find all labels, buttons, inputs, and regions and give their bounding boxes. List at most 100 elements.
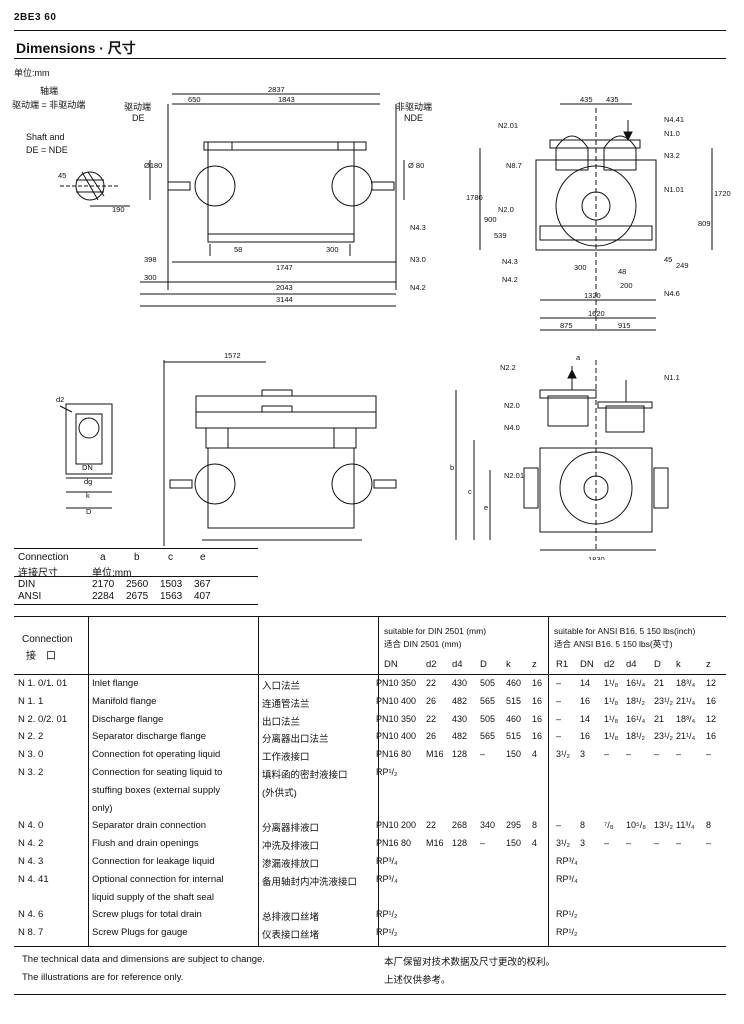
conn-ansi-e: 407	[194, 591, 211, 602]
ansi-col-head: d2	[604, 659, 615, 670]
ansi-cell: 21¹/₄	[676, 695, 696, 706]
ansi-cell: 21¹/₄	[676, 731, 696, 742]
shaft-end-label: 轴端	[40, 86, 59, 96]
dim-875: 875	[560, 321, 573, 330]
conn-din-e: 367	[194, 579, 211, 590]
label-b: b	[450, 463, 454, 472]
dim-45: 45	[58, 171, 66, 180]
din-cell: 515	[506, 731, 522, 742]
ansi-cell: –	[604, 749, 610, 760]
din-col-head: DN	[384, 659, 398, 670]
main-table-bottom-rule	[14, 946, 726, 947]
nde-label: NDE	[404, 113, 424, 123]
din-cell: 16	[532, 731, 543, 742]
main-table-vline-3	[378, 616, 379, 946]
dim-398: 398	[144, 255, 157, 264]
ansi-cell: –	[706, 749, 712, 760]
ansi-cell: 18³/₄	[676, 678, 696, 688]
drive-end-cn-label: 驱动端	[124, 102, 152, 112]
din-col-head: d2	[426, 659, 437, 670]
connection-id: N 4. 2	[18, 838, 44, 850]
nozzle-n32: N3.2	[664, 151, 680, 160]
conn-table-bottom-rule	[14, 604, 258, 605]
dim-1747: 1747	[276, 263, 293, 272]
din-col-head: d4	[452, 659, 463, 670]
din-cell: 295	[506, 820, 522, 831]
flange-detail	[59, 403, 113, 509]
label-k: k	[86, 491, 90, 500]
ansi-cell: –	[604, 838, 610, 849]
ansi-cell: 16	[580, 695, 591, 706]
ansi-cell: –	[626, 838, 632, 849]
ansi-cell: 11³/₄	[676, 820, 695, 831]
dim-2043: 2043	[276, 283, 293, 292]
din-cell: 340	[480, 820, 496, 831]
conn-table-mid-rule	[14, 576, 258, 577]
din-cell: 565	[480, 731, 496, 742]
dim-dia80: Ø 80	[408, 161, 424, 170]
ansi-cell: 12	[706, 678, 717, 688]
din-cell: 22	[426, 820, 437, 831]
din-cell: PN16 80	[376, 838, 412, 849]
connection-desc-cn: 出口法兰	[262, 716, 301, 728]
connection-desc-en: stuffing boxes (external supply	[92, 784, 221, 796]
nozzle-n201: N2.01	[498, 121, 518, 130]
conn-table-head-en: Connection	[18, 552, 69, 563]
ansi-cell: RP¹/₂	[556, 927, 578, 938]
ansi-cell: 21	[654, 678, 665, 688]
ansi-cell: 16	[706, 695, 717, 706]
nozzle-n42: N4.2	[502, 275, 518, 284]
din-cell: PN10 350	[376, 713, 417, 724]
label-c: c	[468, 487, 472, 496]
ansi-cell: 3	[580, 749, 586, 760]
ansi-col-head: DN	[580, 659, 594, 670]
separator-end-view	[455, 360, 669, 552]
dim-1572: 1572	[224, 351, 241, 360]
ansi-cell: 18¹/₂	[626, 731, 646, 742]
nozzle-n30: N3.0	[410, 255, 426, 264]
nozzle-n42b: N4.2	[410, 283, 426, 292]
dim-300: 300	[144, 273, 157, 282]
conn-row-ansi: ANSI	[18, 591, 42, 602]
conn-table-head-cn: 连接尺寸	[18, 568, 58, 579]
ansi-head-en: suitable for ANSI B16. 5 150 lbs(inch)	[554, 626, 696, 636]
shaft-detail	[60, 171, 130, 207]
nozzle-n101: N1.01	[664, 185, 684, 194]
ansi-cell: 8	[706, 820, 712, 831]
conn-ansi-a: 2284	[92, 591, 115, 602]
ansi-cell: 3¹/₂	[556, 838, 570, 849]
page-title: Dimensions · 尺寸	[16, 40, 136, 56]
dim-915: 915	[618, 321, 631, 330]
drive-end-label: 驱动端 = 非驱动端	[12, 100, 86, 110]
label-d2: d2	[56, 395, 64, 404]
ansi-cell: 18¹/₂	[626, 695, 646, 706]
din-cell: 430	[452, 713, 468, 724]
conn-din-b: 2560	[126, 579, 149, 590]
din-cell: 16	[532, 678, 543, 688]
dim-1830: 1830	[588, 555, 605, 560]
non-drive-end-cn-label: 非驱动端	[396, 102, 433, 112]
connection-desc-en: liquid supply of the shaft seal	[92, 891, 214, 903]
din-cell: RP¹/₂	[376, 909, 398, 920]
connection-desc-en: Connection for seating liquid to	[92, 767, 223, 778]
din-cell: 26	[426, 695, 437, 706]
ansi-col-head: D	[654, 659, 661, 670]
connection-desc-en: Connection fot operating liquid	[92, 749, 221, 761]
ansi-cell: RP³/₄	[556, 873, 578, 884]
connection-desc-cn: 工作液接口	[262, 752, 310, 764]
pump-end-view	[479, 103, 713, 331]
dim-190: 190	[112, 205, 125, 214]
connection-desc-cn: (外供式)	[262, 787, 297, 799]
din-cell: RP³/₄	[376, 856, 398, 866]
ansi-cell: RP³/₄	[556, 856, 578, 866]
din-cell: 505	[480, 678, 496, 688]
main-table-top-rule	[14, 616, 726, 617]
footer-cn-1: 本厂保留对技术数据及尺寸更改的权利。	[384, 957, 556, 968]
din-cell: 430	[452, 678, 468, 688]
label-a: a	[576, 353, 581, 362]
nozzle-n87: N8.7	[506, 161, 522, 170]
de-label: DE	[132, 113, 145, 123]
dim-900: 900	[484, 215, 497, 224]
ansi-cell: 10⁵/₈	[626, 820, 646, 831]
ansi-cell: 16¹/₄	[626, 678, 646, 688]
